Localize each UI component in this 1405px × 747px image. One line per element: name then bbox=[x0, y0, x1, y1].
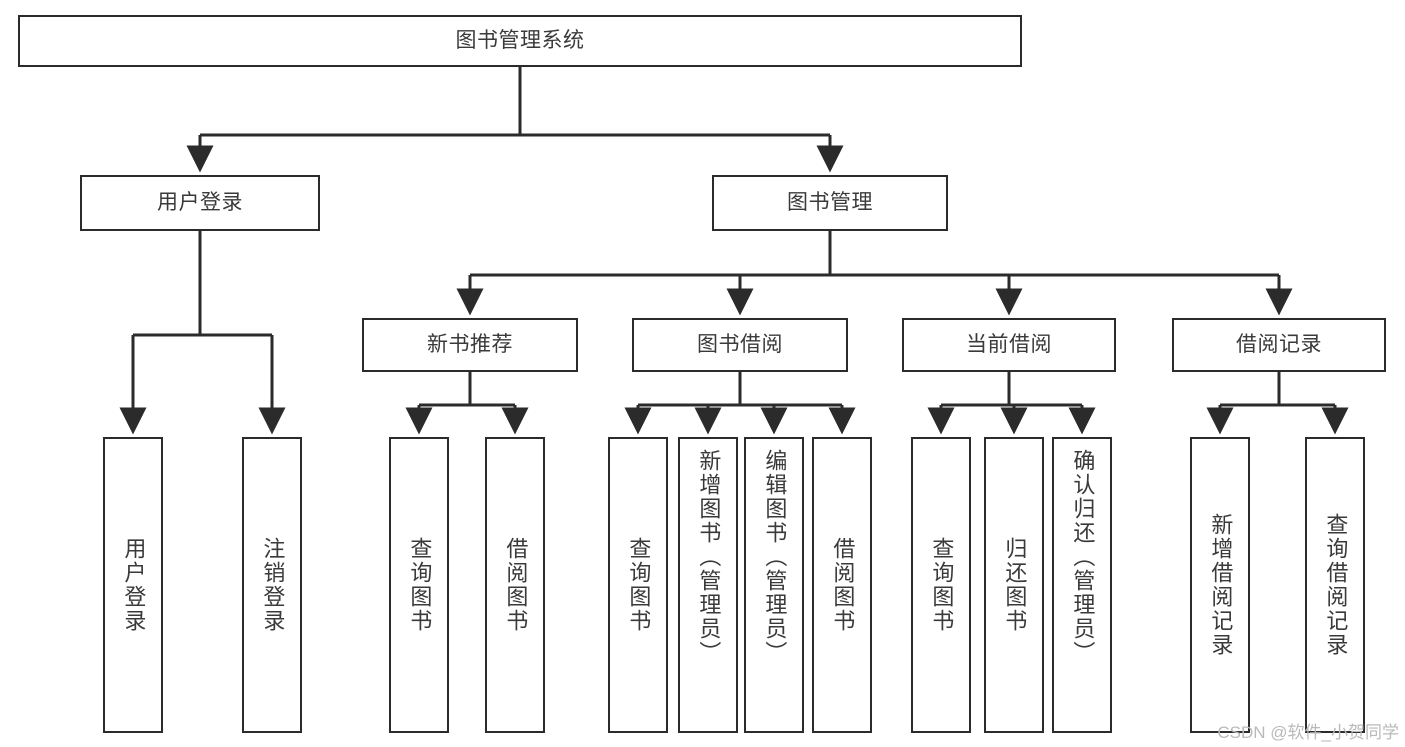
node-new-book-rec-label: 新书推荐 bbox=[427, 333, 513, 357]
node-book-borrow[interactable]: 图书借阅 bbox=[632, 318, 848, 372]
node-leaf-query-record[interactable]: 查询借阅记录 bbox=[1305, 437, 1365, 733]
node-leaf-query-book-3-label: 查询图书 bbox=[929, 537, 955, 633]
node-leaf-query-book-1[interactable]: 查询图书 bbox=[389, 437, 449, 733]
node-leaf-return-book[interactable]: 归还图书 bbox=[984, 437, 1044, 733]
node-book-manage-label: 图书管理 bbox=[787, 191, 873, 215]
node-leaf-return-book-label: 归还图书 bbox=[1002, 537, 1028, 633]
node-borrow-record[interactable]: 借阅记录 bbox=[1172, 318, 1386, 372]
node-user-login[interactable]: 用户登录 bbox=[80, 175, 320, 231]
node-leaf-user-login[interactable]: 用户登录 bbox=[103, 437, 163, 733]
node-leaf-borrow-book-1-label: 借阅图书 bbox=[503, 537, 529, 633]
node-leaf-edit-book[interactable]: 编辑图书（管理员） bbox=[744, 437, 804, 733]
node-leaf-confirm-return-label: 确认归还（管理员） bbox=[1070, 449, 1096, 665]
node-leaf-add-record[interactable]: 新增借阅记录 bbox=[1190, 437, 1250, 733]
node-leaf-query-book-2-label: 查询图书 bbox=[626, 537, 652, 633]
watermark: CSDN @软件_小贺同学 bbox=[1217, 723, 1399, 742]
node-leaf-edit-book-label: 编辑图书（管理员） bbox=[762, 449, 788, 665]
node-new-book-rec[interactable]: 新书推荐 bbox=[362, 318, 578, 372]
node-leaf-add-record-label: 新增借阅记录 bbox=[1208, 513, 1234, 657]
node-root[interactable]: 图书管理系统 bbox=[18, 15, 1022, 67]
node-book-borrow-label: 图书借阅 bbox=[697, 333, 783, 357]
node-leaf-confirm-return[interactable]: 确认归还（管理员） bbox=[1052, 437, 1112, 733]
node-leaf-add-book[interactable]: 新增图书（管理员） bbox=[678, 437, 738, 733]
node-user-login-label: 用户登录 bbox=[157, 191, 243, 215]
node-current-borrow-label: 当前借阅 bbox=[966, 333, 1052, 357]
node-leaf-query-book-3[interactable]: 查询图书 bbox=[911, 437, 971, 733]
node-leaf-logout-label: 注销登录 bbox=[260, 537, 286, 633]
node-leaf-user-login-label: 用户登录 bbox=[121, 537, 147, 633]
node-leaf-borrow-book-2-label: 借阅图书 bbox=[830, 537, 856, 633]
node-leaf-query-book-1-label: 查询图书 bbox=[407, 537, 433, 633]
node-leaf-add-book-label: 新增图书（管理员） bbox=[696, 449, 722, 665]
node-leaf-query-book-2[interactable]: 查询图书 bbox=[608, 437, 668, 733]
node-borrow-record-label: 借阅记录 bbox=[1236, 333, 1322, 357]
node-book-manage[interactable]: 图书管理 bbox=[712, 175, 948, 231]
node-leaf-query-record-label: 查询借阅记录 bbox=[1323, 513, 1349, 657]
node-leaf-logout[interactable]: 注销登录 bbox=[242, 437, 302, 733]
node-leaf-borrow-book-1[interactable]: 借阅图书 bbox=[485, 437, 545, 733]
node-leaf-borrow-book-2[interactable]: 借阅图书 bbox=[812, 437, 872, 733]
node-root-label: 图书管理系统 bbox=[455, 29, 585, 53]
node-current-borrow[interactable]: 当前借阅 bbox=[902, 318, 1116, 372]
